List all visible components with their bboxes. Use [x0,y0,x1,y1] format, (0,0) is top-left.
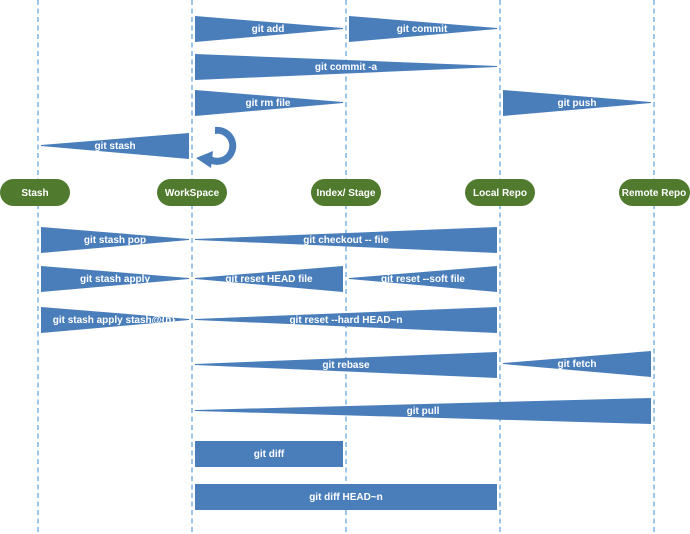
lane-local-repo-label: Local Repo [473,188,527,199]
arrow-git-reset-head-file: git reset HEAD file [195,266,343,292]
arrow-git-checkout-file-label: git checkout -- file [303,235,389,246]
arrow-git-reset-hard-shape [195,307,497,333]
lane-stash-label: Stash [21,188,48,199]
arrow-git-push-shape [503,90,651,116]
arrow-git-stash-pop: git stash pop [41,227,189,253]
arrow-git-checkout-file: git checkout -- file [195,227,497,253]
arrow-git-fetch: git fetch [503,351,651,377]
box-git-diff-shape [195,441,343,467]
arrow-git-stash-pop-shape [41,227,189,253]
box-git-diff-label: git diff [254,449,285,460]
lane-remote-repo-pill [619,179,690,206]
arrow-git-reset-hard: git reset --hard HEAD~n [195,307,497,333]
lane-workspace: WorkSpace [157,179,227,206]
arrow-git-rebase-label: git rebase [322,360,370,371]
arrow-git-commit: git commit [349,16,497,42]
arrow-git-checkout-file-shape [195,227,497,253]
arrow-git-stash-pop-label: git stash pop [84,235,146,246]
arrow-git-push: git push [503,90,651,116]
arrow-git-rebase: git rebase [195,352,497,378]
lane-lines [37,0,655,534]
arrow-git-stash-label: git stash [94,141,135,152]
lane-remote-repo-label: Remote Repo [622,188,686,199]
lane-remote-repo: Remote Repo [619,179,690,206]
arrow-git-commit-a: git commit -a [195,54,497,80]
lane-index: Index/ Stage [311,179,381,206]
arrow-git-stash-apply: git stash apply [41,266,189,292]
arrow-git-pull-shape [195,398,651,424]
arrow-git-rm-file-label: git rm file [245,98,290,109]
box-git-diff-head-shape [195,484,497,510]
arrow-git-commit-a-shape [195,54,497,80]
arrow-rm-file-label: rm file [194,141,224,152]
lane-local-repo: Local Repo [465,179,535,206]
lane-workspace-label: WorkSpace [165,188,220,199]
box-git-diff-head-label: git diff HEAD~n [309,492,383,503]
arrow-git-pull-label: git pull [407,406,440,417]
arrow-git-commit-label: git commit [397,24,448,35]
arrow-git-add: git add [195,16,343,42]
lane-workspace-pill [157,179,227,206]
arrow-git-fetch-shape [503,351,651,377]
arrow-git-fetch-label: git fetch [558,359,597,370]
arrow-git-stash-apply-n: git stash apply stash@{n} [41,307,189,333]
lane-index-label: Index/ Stage [317,188,376,199]
lane-stash: Stash [0,179,70,206]
arrow-git-reset-soft-file: git reset --soft file [349,266,497,292]
arrow-git-reset-soft-file-label: git reset --soft file [381,274,465,285]
lane-index-pill [311,179,381,206]
arrow-git-commit-a-label: git commit -a [315,62,378,73]
arrow-git-commit-shape [349,16,497,42]
arrow-git-rebase-shape [195,352,497,378]
box-git-diff-head: git diff HEAD~n [195,484,497,510]
lane-headers: Stash WorkSpace Index/ Stage Local Repo … [0,179,690,206]
arrow-git-stash-shape [41,133,189,159]
box-git-diff: git diff [195,441,343,467]
arrow-git-add-shape [195,16,343,42]
lane-stash-pill [0,179,70,206]
arrow-git-stash-apply-n-label: git stash apply stash@{n} [53,315,176,326]
arrow-rm-file-head [196,151,213,168]
arrow-git-rm-file: git rm file [195,90,343,116]
arrow-git-pull: git pull [195,398,651,424]
arrow-git-stash-apply-n-shape [41,307,189,333]
arrow-git-reset-head-file-shape [195,266,343,292]
arrow-git-rm-file-shape [195,90,343,116]
arrow-git-stash-apply-label: git stash apply [80,274,150,285]
lane-local-repo-pill [465,179,535,206]
arrow-git-add-label: git add [252,24,285,35]
arrow-git-reset-soft-file-shape [349,266,497,292]
arrow-git-reset-head-file-label: git reset HEAD file [225,274,313,285]
arrow-rm-file: rm file [194,126,237,168]
arrow-rm-file-shape [209,126,237,165]
arrow-git-push-label: git push [558,98,597,109]
arrow-git-stash: git stash [41,133,189,159]
arrow-git-stash-apply-shape [41,266,189,292]
arrow-git-reset-hard-label: git reset --hard HEAD~n [289,315,402,326]
